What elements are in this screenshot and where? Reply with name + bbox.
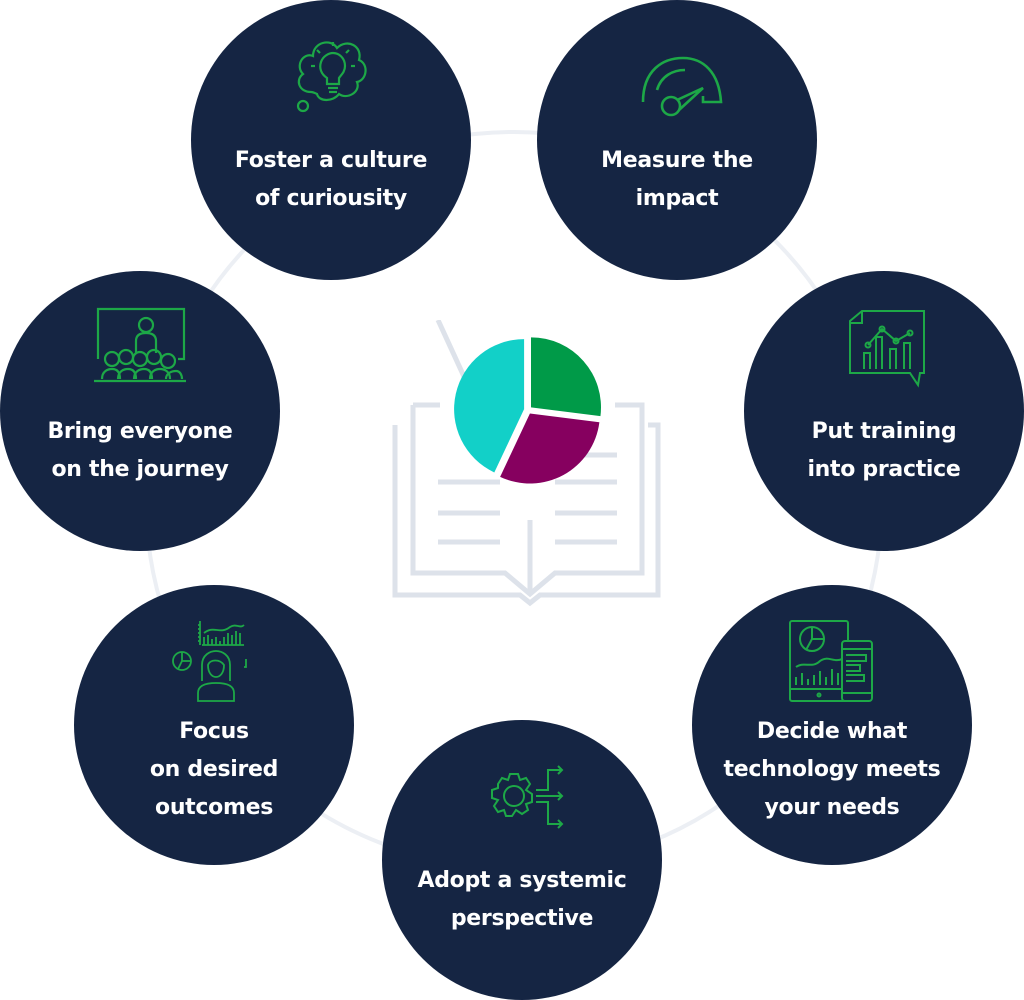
node-decide-technology: Decide what technology meets your needs — [692, 585, 972, 865]
speedometer-gauge-icon — [641, 56, 723, 117]
node-label: Focus on desired outcomes — [94, 713, 334, 827]
node-bring-everyone-journey: Bring everyone on the journey — [0, 271, 280, 551]
chart-speech-bubble-icon — [849, 310, 925, 388]
label-line: your needs — [764, 795, 900, 820]
tablet-phone-analytics-icon — [789, 620, 873, 702]
label-line: outcomes — [155, 795, 273, 820]
label-line: technology meets — [723, 757, 941, 782]
label-line: Bring everyone — [47, 419, 233, 444]
label-line: Measure the — [601, 148, 753, 173]
node-foster-curiosity: Foster a culture of curiousity — [191, 0, 471, 280]
center-illustration — [380, 318, 680, 610]
label-line: on desired — [149, 757, 279, 782]
label-line: impact — [635, 186, 719, 211]
node-label: Foster a culture of curiousity — [211, 142, 451, 218]
pie-slice-purple — [500, 413, 600, 484]
pie-slice-teal — [454, 339, 525, 473]
node-label: Adopt a systemic perspective — [402, 862, 642, 938]
node-label: Decide what technology meets your needs — [712, 713, 952, 827]
label-line: Focus — [179, 719, 249, 744]
label-line: into practice — [807, 457, 961, 482]
node-measure-impact: Measure the impact — [537, 0, 817, 280]
label-line: on the journey — [51, 457, 229, 482]
label-line: Put training — [811, 419, 957, 444]
node-put-training-into-practice: Put training into practice — [744, 271, 1024, 551]
node-label: Bring everyone on the journey — [20, 413, 260, 489]
person-analytics-icon — [172, 621, 247, 702]
node-adopt-systemic-perspective: Adopt a systemic perspective — [382, 720, 662, 1000]
pie-chart-icon — [454, 337, 602, 484]
label-line: Adopt a systemic — [417, 868, 627, 893]
node-focus-desired-outcomes: Focus on desired outcomes — [74, 585, 354, 865]
label-line: of curiousity — [255, 186, 407, 211]
lightbulb-thought-cloud-icon — [296, 41, 367, 113]
gear-arrows-icon — [491, 765, 564, 829]
pie-slice-green — [531, 337, 602, 417]
label-line: perspective — [450, 906, 594, 931]
node-label: Put training into practice — [764, 413, 1004, 489]
node-label: Measure the impact — [557, 142, 797, 218]
label-line: Foster a culture — [234, 148, 428, 173]
label-line: Decide what — [756, 719, 908, 744]
presenter-audience-icon — [94, 307, 186, 383]
